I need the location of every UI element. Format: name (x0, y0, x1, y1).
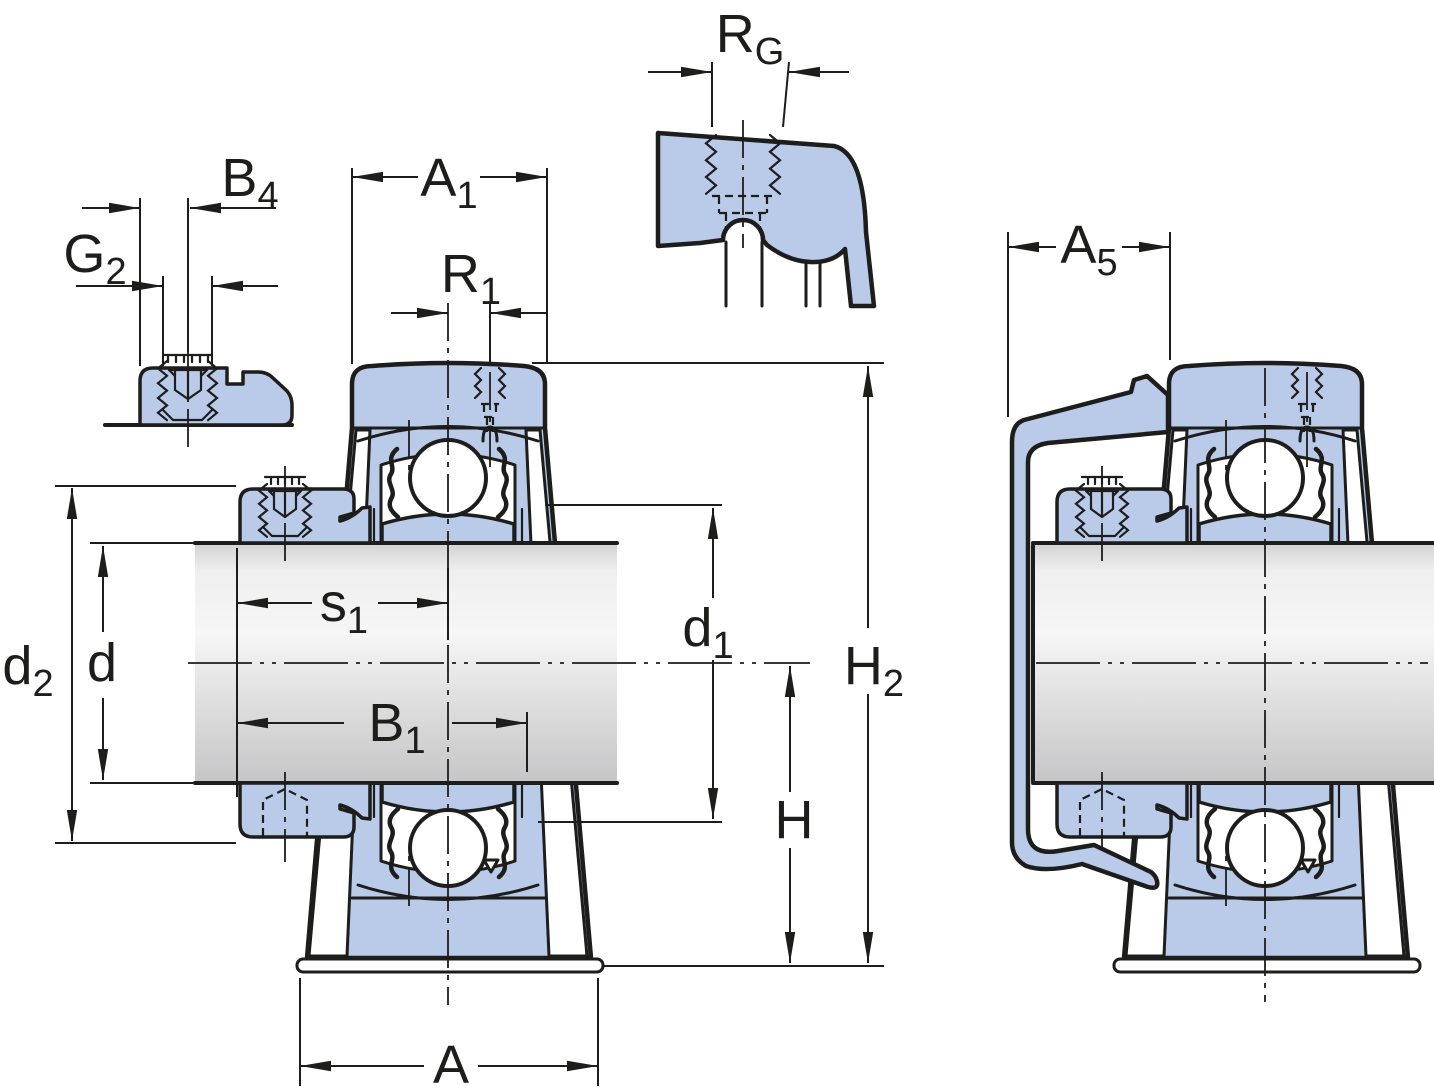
dim-label-d1: d1 (682, 598, 733, 667)
collar-detail-view (103, 198, 294, 450)
dimension-d: d (87, 542, 194, 784)
dim-label-d2: d2 (2, 636, 53, 705)
dim-label-a: A (433, 1035, 469, 1088)
grease-thread-detail-view (655, 120, 877, 309)
dimension-rg: RG (648, 4, 849, 128)
dim-label-a5: A5 (1060, 215, 1117, 284)
dim-label-a1: A1 (420, 148, 477, 217)
dim-label-r1: R1 (441, 244, 501, 313)
dim-label-h: H (775, 790, 814, 850)
dim-label-b1: B1 (368, 693, 425, 762)
dimension-d1: d1 (538, 504, 734, 823)
dimension-a1: A1 (351, 148, 548, 364)
dimension-s1: s1 (236, 548, 449, 797)
dimension-h2: H2 (532, 362, 904, 963)
dimensions: B4 G2 A1 R1 (2, 4, 1171, 1088)
grub-screw-detail (156, 198, 219, 450)
front-section-view (188, 303, 810, 1005)
dim-label-rg: RG (716, 4, 785, 73)
dimension-b1: B1 (237, 693, 528, 772)
end-cover (1009, 373, 1171, 890)
side-view-with-cover (1009, 363, 1434, 1002)
dim-label-g2: G2 (63, 224, 126, 293)
dimension-b4: B4 (82, 148, 279, 366)
dimension-h: H (604, 666, 884, 967)
dim-label-h2: H2 (844, 636, 904, 705)
dimension-d2: d2 (2, 485, 236, 844)
dimension-g2: G2 (63, 224, 278, 366)
dimension-a5: A5 (1007, 215, 1171, 417)
dim-label-b4: B4 (221, 148, 278, 217)
dimension-r1: R1 (391, 244, 548, 364)
dimension-a: A (299, 978, 599, 1088)
dim-label-s1: s1 (320, 573, 368, 642)
dim-label-d: d (87, 633, 117, 693)
